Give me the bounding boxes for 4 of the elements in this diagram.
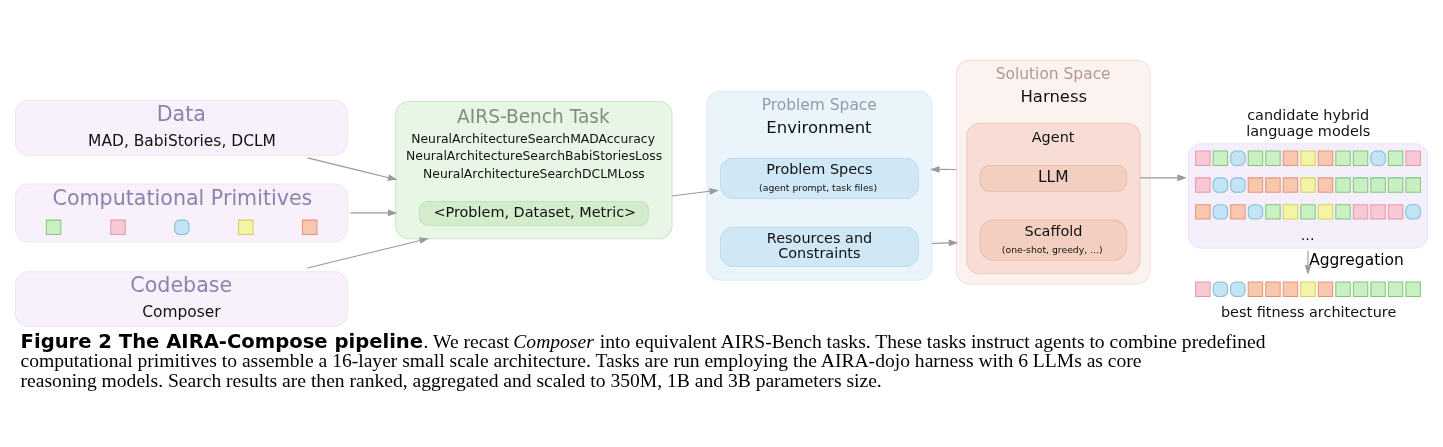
caption: Figure 2 The AIRA-Compose pipeline. We recast Composer into equivalent AIRS-Bench tasks. These tasks instruct agents to combine predefined computational primitives to assemble a 16-layer small scale architecture. Tasks are run employing the AIRA-dojo harness with 6 LLMs as core reasoning models. Search results are then ranked, aggregated and scaled to 350M, 1B and 3B parameters size.: [20, 329, 1266, 391]
node-label: candidate hybrid language models: [1246, 106, 1371, 139]
edge-label: Aggregation: [1309, 250, 1404, 269]
node-label: best fitness architecture: [1220, 303, 1397, 320]
